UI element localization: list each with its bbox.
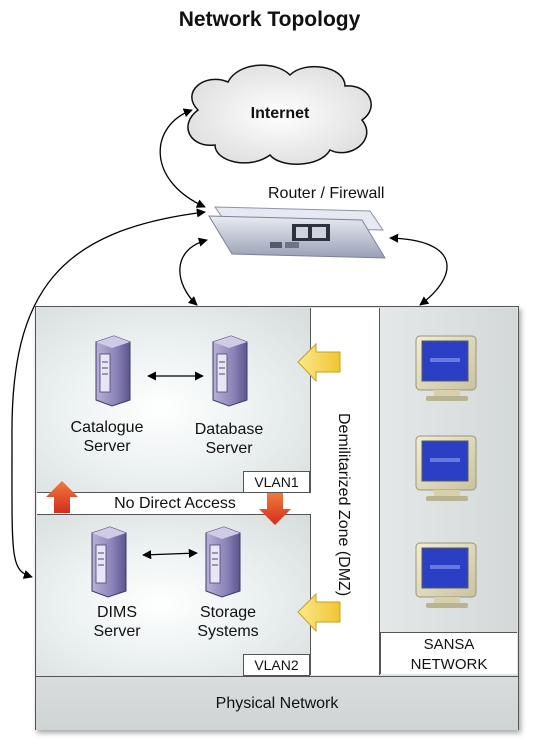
- vlan2-zone: [37, 515, 311, 675]
- dims-server-icon: [91, 526, 127, 598]
- storage-systems-icon: [205, 526, 241, 598]
- vlan2-tag: VLAN2: [243, 654, 310, 676]
- sansa-network-label: SANSA NETWORK: [380, 632, 517, 674]
- router-vlan2-connector: [11, 208, 206, 579]
- router-label: Router / Firewall: [268, 185, 385, 202]
- sansa-monitor-icon: [415, 435, 477, 501]
- catalogue-server-icon: [95, 335, 131, 407]
- router-sansa-connector: [389, 233, 448, 306]
- catalogue-server-label: Catalogue Server: [70, 419, 144, 455]
- dmz-arrow-vlan2-icon: [297, 592, 341, 633]
- no-direct-access-strip: [37, 492, 311, 515]
- physical-network-label: Physical Network: [36, 676, 518, 730]
- vlan1-zone: [37, 308, 311, 492]
- storage-systems-label: Storage Systems: [197, 604, 259, 640]
- vlan1-tag: VLAN1: [243, 471, 310, 493]
- dmz-label: Demilitarized Zone (DMZ): [335, 413, 352, 597]
- sansa-monitor-icon: [415, 542, 477, 608]
- diagram-title: Network Topology: [178, 8, 361, 31]
- internet-router-connector: [159, 108, 206, 208]
- red-up-arrow-icon: [46, 481, 78, 513]
- database-server-label: Database Server: [194, 421, 264, 457]
- dims-server-label: DIMS Server: [93, 604, 141, 640]
- vlan2-server-link: [142, 548, 198, 560]
- red-down-arrow-icon: [259, 493, 291, 525]
- database-server-icon: [212, 335, 248, 407]
- sansa-monitor-icon: [415, 335, 477, 401]
- internet-cloud-icon: [187, 64, 372, 165]
- internet-label: Internet: [250, 105, 310, 122]
- no-direct-access-label: No Direct Access: [114, 495, 236, 512]
- router-firewall-icon: [208, 206, 386, 259]
- dmz-arrow-vlan1-icon: [297, 342, 341, 383]
